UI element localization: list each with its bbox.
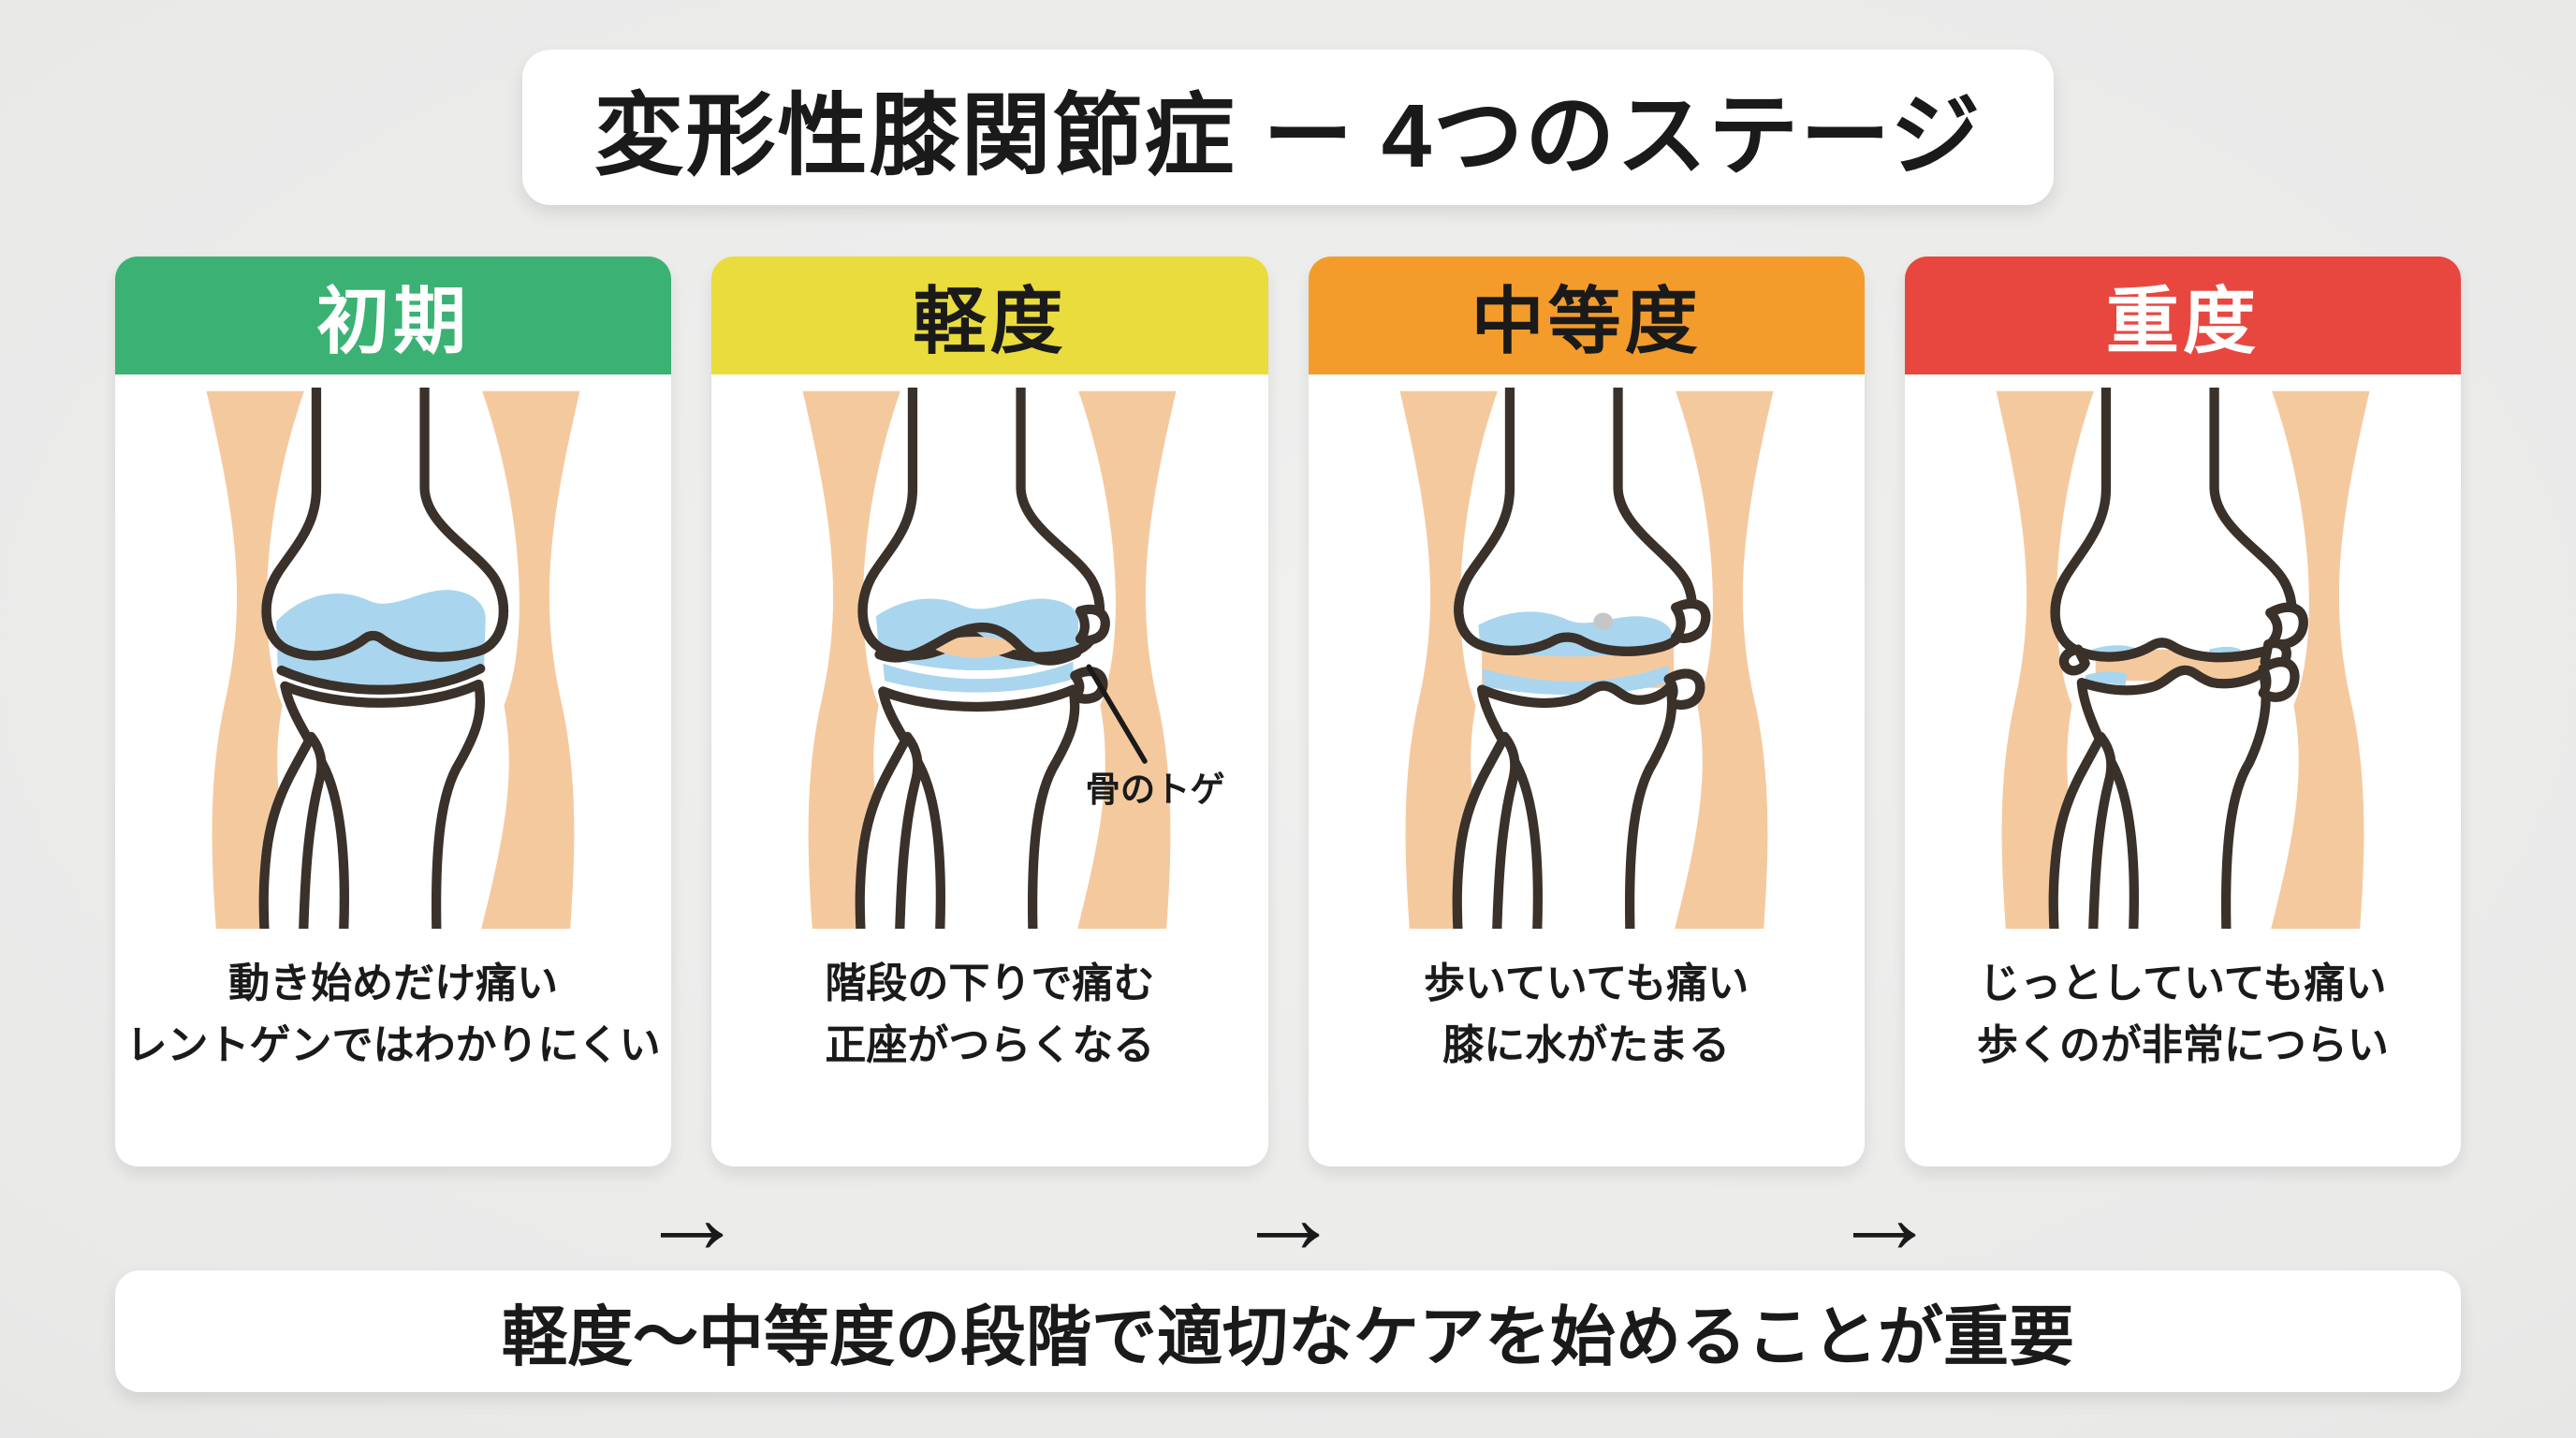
- right-leg-skin: [1674, 390, 1774, 929]
- debris-nodule: [1593, 612, 1613, 631]
- caption-line-1: 動き始めだけ痛い: [228, 961, 559, 1006]
- right-leg-skin: [1077, 390, 1177, 929]
- caption-line-1: 歩いていても痛い: [1424, 961, 1749, 1006]
- progression-arrow-1: →: [639, 1158, 744, 1275]
- stage-header-moderate: 中等度: [1308, 257, 1865, 374]
- caption-line-2: レントゲンではわかりにくい: [125, 1022, 661, 1068]
- left-leg-skin: [1996, 390, 2095, 929]
- footer-banner: 軽度〜中等度の段階で適切なケアを始めることが重要: [115, 1270, 2461, 1392]
- stage-caption-early: 動き始めだけ痛い レントゲンではわかりにくい: [126, 953, 661, 1077]
- knee-illustration-stage-1: [206, 388, 580, 929]
- stage-card-early: 初期 動き始めだけ痛い レントゲンではわかりにくい: [115, 257, 672, 1167]
- stage-header-severe: 重度: [1904, 257, 2461, 374]
- fibula-bone: [2048, 731, 2116, 929]
- knee-illustration-stage-4: [1996, 388, 2370, 929]
- left-leg-skin: [802, 390, 902, 929]
- stage-body-severe: じっとしていても痛い 歩くのが非常につらい: [1904, 374, 2461, 1167]
- bone-spur-femur: [1076, 604, 1111, 645]
- stage-header-mild: 軽度: [711, 257, 1268, 374]
- bone-spur-pointer-line: [1086, 664, 1149, 764]
- caption-line-1: 階段の下りで痛む: [825, 961, 1155, 1006]
- caption-line-2: 正座がつらくなる: [825, 1022, 1155, 1068]
- stage-body-moderate: 歩いていても痛い 膝に水がたまる: [1308, 374, 1865, 1167]
- meniscus-line: [874, 622, 1082, 666]
- fibula-bone: [1452, 731, 1520, 929]
- stage-body-mild: 骨のトゲ 階段の下りで痛む 正座がつらくなる: [711, 374, 1268, 1167]
- caption-line-1: じっとしていても痛い: [1979, 961, 2387, 1006]
- femur-outline: [261, 567, 509, 662]
- footer-message: 軽度〜中等度の段階で適切なケアを始めることが重要: [502, 1299, 2074, 1373]
- page-title: 変形性膝関節症 ー 4つのステージ: [593, 85, 1983, 186]
- tibia-bone: [1476, 681, 1676, 929]
- caption-line-2: 歩くのが非常につらい: [1976, 1022, 2389, 1068]
- bone-spur-femur-right: [2264, 602, 2308, 650]
- femur-bone: [1453, 388, 1697, 656]
- stage-caption-moderate: 歩いていても痛い 膝に水がたまる: [1424, 953, 1749, 1077]
- stage-card-severe: 重度: [1904, 257, 2461, 1167]
- stage-cards-row: 初期 動き始めだけ痛い レントゲンではわかりにくい: [115, 257, 2461, 1167]
- knee-illustration-stage-2: 骨のトゲ: [802, 388, 1225, 929]
- title-card: 変形性膝関節症 ー 4つのステージ: [522, 50, 2054, 205]
- stage-caption-severe: じっとしていても痛い 歩くのが非常につらい: [1977, 953, 2389, 1077]
- cartilage-lower-strip: [883, 661, 1074, 693]
- meniscus-gap: [929, 637, 1020, 658]
- stage-card-moderate: 中等度 歩いていても痛い 膝: [1308, 257, 1865, 1167]
- right-leg-skin: [2271, 390, 2370, 929]
- knee-illustration-stage-3: [1399, 388, 1774, 929]
- femur-outline: [1453, 569, 1697, 656]
- right-leg-skin: [481, 390, 580, 929]
- bone-spur-annotation: 骨のトゲ: [1086, 770, 1225, 809]
- stage-body-early: 動き始めだけ痛い レントゲンではわかりにくい: [115, 374, 672, 1167]
- fibula-bone: [855, 731, 923, 929]
- left-leg-skin: [206, 390, 305, 929]
- progression-arrow-2: →: [1236, 1158, 1340, 1275]
- left-leg-skin: [1399, 390, 1499, 929]
- stage-caption-mild: 階段の下りで痛む 正座がつらくなる: [825, 953, 1154, 1077]
- femur-bone: [2050, 388, 2297, 663]
- bone-spur-tibia-right: [2258, 656, 2300, 702]
- cartilage-lower-fragment: [1481, 665, 1669, 696]
- fibula-bone: [258, 731, 327, 929]
- stage-header-early: 初期: [115, 257, 672, 374]
- caption-line-2: 膝に水がたまる: [1442, 1022, 1730, 1068]
- tibia-bone: [2076, 665, 2271, 929]
- stage-card-mild: 軽度 骨のトゲ: [711, 257, 1268, 1167]
- bone-spur-femur: [1670, 598, 1711, 643]
- meniscus-line: [276, 664, 486, 695]
- progression-arrow-3: →: [1832, 1158, 1937, 1275]
- bone-spur-femur-left: [2058, 644, 2090, 676]
